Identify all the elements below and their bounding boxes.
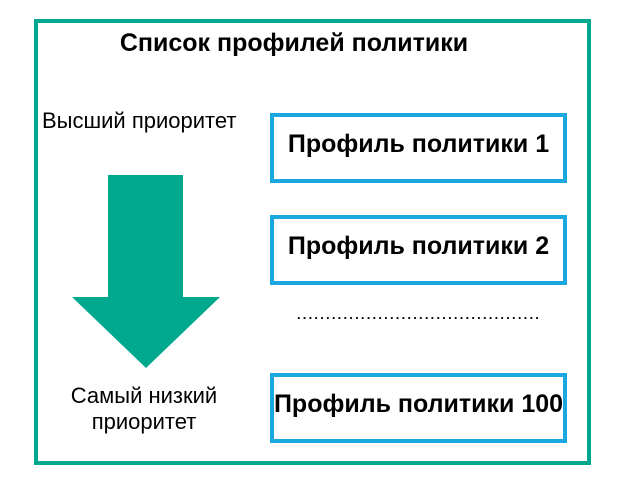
policy-profile-box-1: Профиль политики 1 xyxy=(270,113,567,183)
policy-profile-label: Профиль политики 100 xyxy=(273,389,564,418)
policy-profile-label: Профиль политики 2 xyxy=(287,231,550,260)
ellipsis-dots: ........................................… xyxy=(297,307,539,322)
priority-down-arrow-icon xyxy=(72,175,220,368)
policy-profile-box-100: Профиль политики 100 xyxy=(270,373,567,443)
lowest-priority-label: Самый низкий приоритет xyxy=(70,383,218,434)
highest-priority-label: Высший приоритет xyxy=(42,108,237,133)
diagram-title: Список профилей политики xyxy=(119,29,469,57)
policy-profile-label: Профиль политики 1 xyxy=(287,129,550,158)
policy-profile-box-2: Профиль политики 2 xyxy=(270,215,567,285)
